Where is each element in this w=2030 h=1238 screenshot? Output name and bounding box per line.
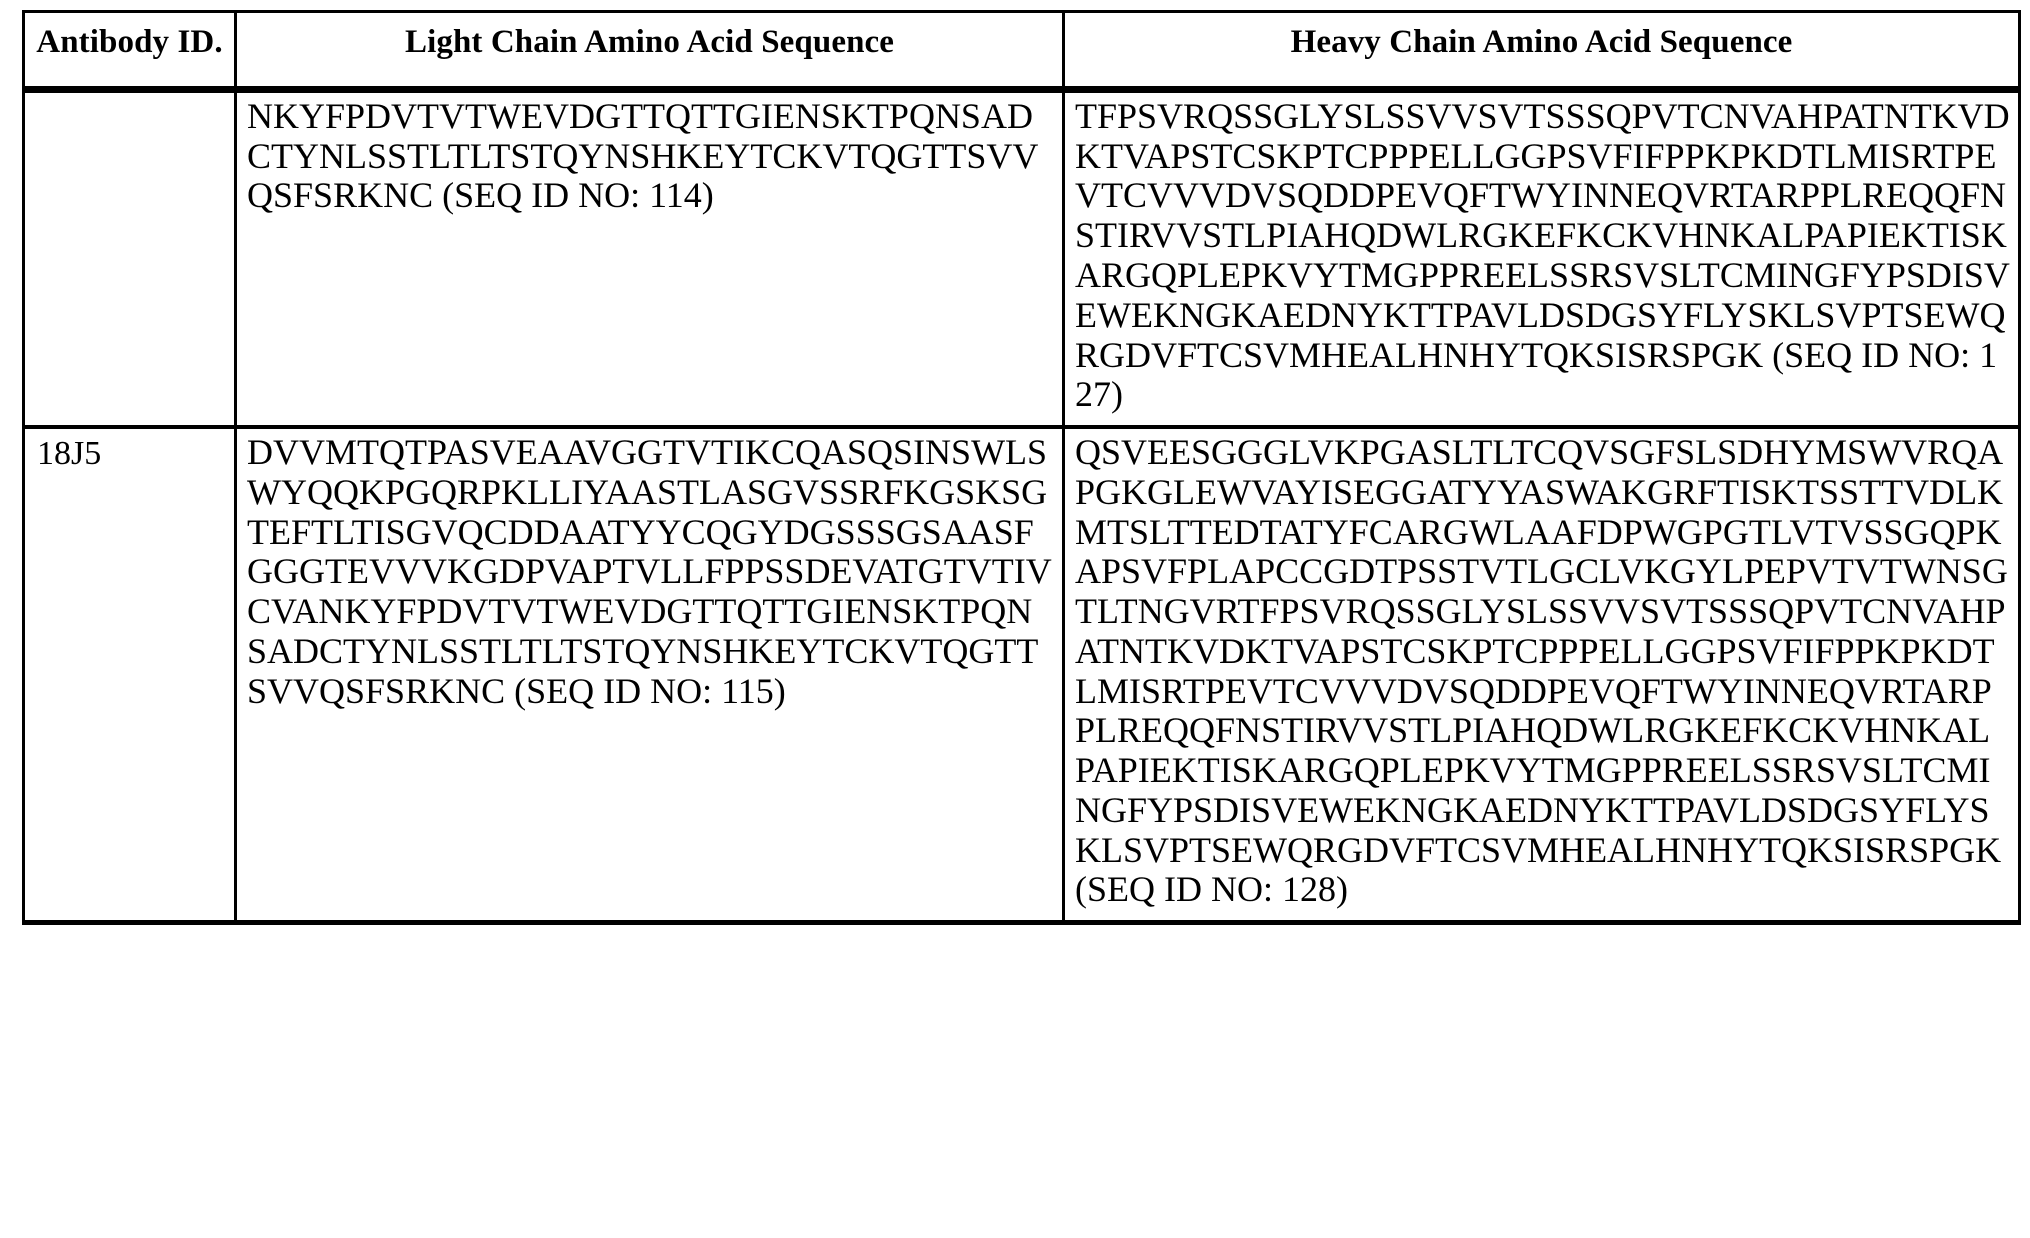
- header-row: Antibody ID. Light Chain Amino Acid Sequ…: [22, 10, 2021, 93]
- cell-heavy-chain-sequence: QSVEESGGGLVKPGASLTLTCQVSGFSLSDHYMSWVRQAP…: [1062, 427, 2021, 926]
- table-header: Antibody ID. Light Chain Amino Acid Sequ…: [22, 10, 2021, 93]
- cell-antibody-id: [22, 89, 237, 430]
- cell-heavy-chain-sequence: TFPSVRQSSGLYSLSSVVSVTSSSQPVTCNVAHPATNTKV…: [1062, 89, 2021, 430]
- column-header-heavy-chain: Heavy Chain Amino Acid Sequence: [1062, 10, 2021, 93]
- table-row: NKYFPDVTVTWEVDGTTQTTGIENSKTPQNSADCTYNLSS…: [22, 89, 2021, 430]
- light-chain-sequence-text: DVVMTQTPASVEAAVGGTVTIKCQASQSINSWLSWYQQKP…: [247, 432, 1052, 711]
- column-header-antibody-id: Antibody ID.: [22, 10, 237, 93]
- table-row: 18J5 DVVMTQTPASVEAAVGGTVTIKCQASQSINSWLSW…: [22, 427, 2021, 926]
- cell-light-chain-sequence: DVVMTQTPASVEAAVGGTVTIKCQASQSINSWLSWYQQKP…: [234, 427, 1065, 926]
- cell-antibody-id: 18J5: [22, 427, 237, 926]
- heavy-chain-sequence-text: QSVEESGGGLVKPGASLTLTCQVSGFSLSDHYMSWVRQAP…: [1075, 432, 2011, 910]
- table-body: NKYFPDVTVTWEVDGTTQTTGIENSKTPQNSADCTYNLSS…: [22, 89, 2021, 926]
- cell-light-chain-sequence: NKYFPDVTVTWEVDGTTQTTGIENSKTPQNSADCTYNLSS…: [234, 89, 1065, 430]
- column-header-light-chain: Light Chain Amino Acid Sequence: [234, 10, 1065, 93]
- antibody-sequence-table: Antibody ID. Light Chain Amino Acid Sequ…: [22, 10, 2021, 926]
- light-chain-sequence-text: NKYFPDVTVTWEVDGTTQTTGIENSKTPQNSADCTYNLSS…: [247, 95, 1039, 216]
- page-sheet: Antibody ID. Light Chain Amino Acid Sequ…: [0, 10, 2030, 1238]
- heavy-chain-sequence-text: TFPSVRQSSGLYSLSSVVSVTSSSQPVTCNVAHPATNTKV…: [1075, 95, 2010, 415]
